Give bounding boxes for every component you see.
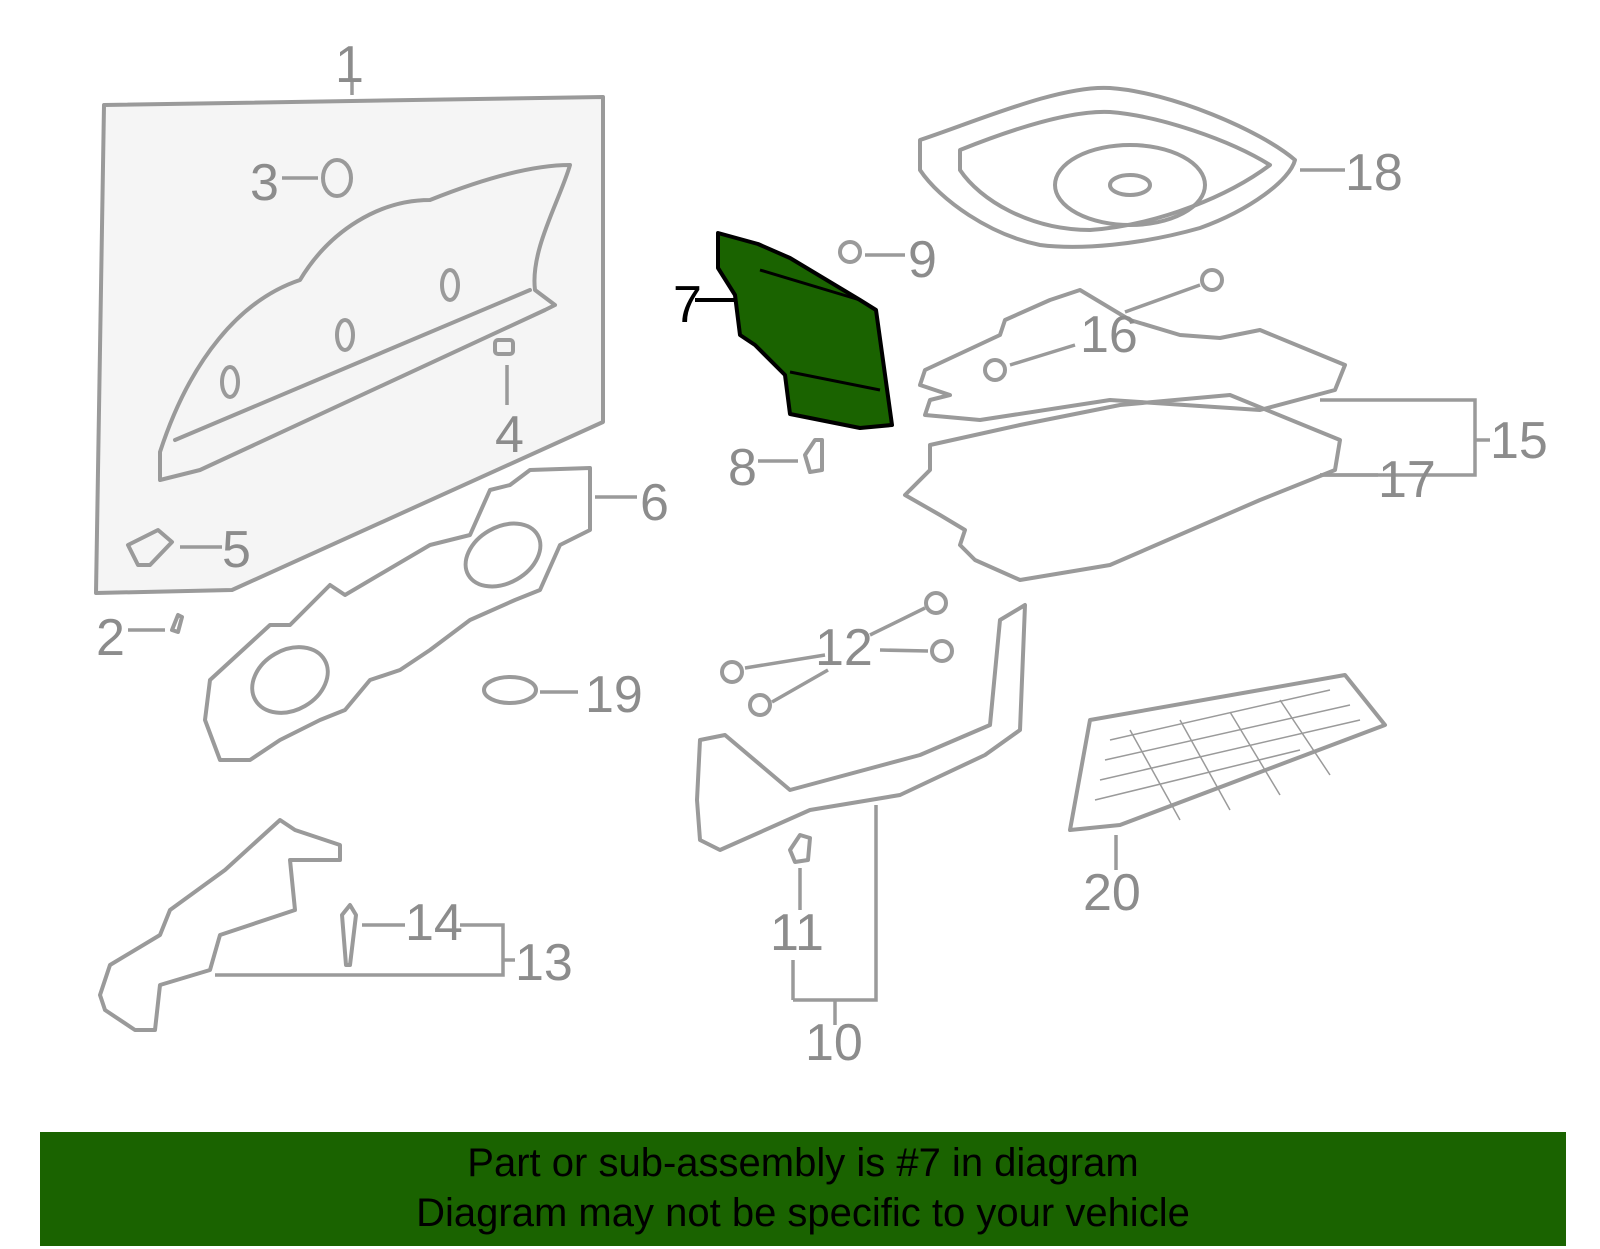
leader-15-bracket (1320, 398, 1477, 477)
callout-14: 14 (405, 894, 463, 952)
callout-17: 17 (1378, 451, 1436, 509)
part-13-bracket[interactable] (98, 818, 342, 1032)
part-18-center (1108, 173, 1152, 197)
leader-10 (793, 805, 878, 1002)
leader-12-d (771, 668, 829, 704)
part-18-inner (958, 109, 1272, 232)
leader-16-upper (1124, 283, 1201, 314)
callout-4: 4 (495, 406, 524, 464)
part-18-cover[interactable] (918, 85, 1297, 249)
part-18-outline (918, 85, 1297, 249)
leader-16-lower (1009, 343, 1076, 367)
part-5-bracket[interactable] (126, 528, 174, 567)
part-6-speaker-hole-right (463, 521, 543, 589)
leader-12-a (869, 606, 926, 637)
callout-19: 19 (585, 666, 643, 724)
part-1-shelf (158, 163, 572, 482)
callout-2: 2 (96, 609, 125, 667)
leader-12-c (744, 653, 826, 670)
part-12-fastener-a[interactable] (924, 591, 948, 615)
part-10-sill-plate[interactable] (695, 603, 1027, 852)
part-16-fastener-upper[interactable] (1200, 268, 1224, 292)
callout-12: 12 (815, 619, 873, 677)
part-1-shelf-edge (173, 288, 532, 442)
banner-line-1: Part or sub-assembly is #7 in diagram (467, 1141, 1139, 1185)
callout-20: 20 (1083, 864, 1141, 922)
callout-18: 18 (1345, 144, 1403, 202)
info-banner: Part or sub-assembly is #7 in diagram Di… (40, 1132, 1566, 1246)
part-1-panel-group[interactable] (94, 95, 605, 595)
part-6-insulator[interactable] (203, 466, 592, 762)
part-7-detail-lines (759, 268, 881, 392)
callout-13: 13 (515, 934, 573, 992)
part-1-hole-a (220, 365, 240, 399)
callout-16: 16 (1080, 306, 1138, 364)
callout-5: 5 (222, 521, 251, 579)
part-20-cargo-net[interactable] (1068, 673, 1387, 832)
part-20-net-frame (1068, 673, 1387, 832)
part-1-hole-b (335, 318, 355, 352)
part-16-fastener-lower[interactable] (983, 358, 1007, 382)
callout-15: 15 (1490, 412, 1548, 470)
part-12-fastener-b[interactable] (930, 639, 954, 663)
callout-6: 6 (640, 474, 669, 532)
part-12-fastener-d[interactable] (748, 693, 772, 717)
part-9-clip[interactable] (838, 240, 862, 264)
callout-10: 10 (805, 1014, 863, 1072)
part-11-clip[interactable] (788, 833, 812, 864)
part-2-pin[interactable] (170, 613, 184, 634)
part-8-clip[interactable] (803, 438, 824, 474)
part-4-clip[interactable] (493, 338, 515, 356)
banner-line-2: Diagram may not be specific to your vehi… (416, 1191, 1190, 1235)
callout-8: 8 (728, 439, 757, 497)
leader-13 (215, 923, 505, 977)
part-7-trim-panel[interactable] (716, 231, 894, 430)
callout-7: 7 (673, 276, 702, 334)
parts-diagram: 1 2 3 4 5 6 7 8 9 10 11 12 13 14 15 16 1… (94, 36, 1548, 1072)
part-6-speaker-hole-left (250, 645, 330, 715)
part-3-grommet[interactable] (321, 158, 353, 198)
part-17-floor-lower[interactable] (903, 393, 1342, 582)
callout-11: 11 (770, 904, 824, 962)
part-14-pin[interactable] (340, 903, 358, 967)
callout-3: 3 (250, 154, 279, 212)
part-1-hole-c (440, 268, 460, 302)
leader-12-b (879, 648, 929, 653)
callout-1: 1 (335, 36, 364, 94)
part-19-fastener[interactable] (482, 675, 538, 705)
part-20-net-mesh (1094, 689, 1361, 821)
callout-9: 9 (908, 231, 937, 289)
part-6-outline (203, 466, 592, 762)
part-18-well (1053, 143, 1207, 227)
part-12-fastener-c[interactable] (720, 660, 744, 684)
part-15-floor-upper[interactable] (918, 288, 1347, 422)
